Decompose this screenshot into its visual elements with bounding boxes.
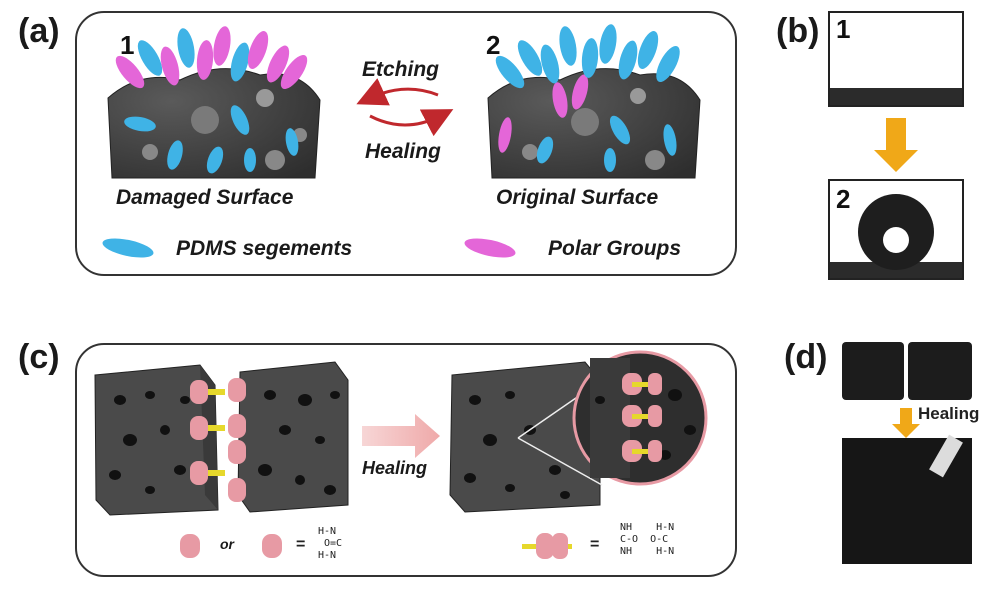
etching-arrow (356, 78, 439, 106)
original-surface-illustration (487, 24, 701, 179)
b-frame-2-number: 2 (836, 184, 851, 214)
urea-structure: H-N O=C H-N (318, 526, 343, 561)
urea-cylinder-2 (262, 534, 282, 558)
panel-label-a: (a) (18, 12, 60, 50)
healing-arrow-c (362, 414, 440, 458)
broken-blocks-illustration (94, 361, 349, 516)
damaged-surface-illustration (107, 26, 321, 179)
legend-polar-label: Polar Groups (548, 237, 682, 260)
panel-label-c: (c) (18, 338, 60, 376)
legend-pdms-swatch (102, 238, 154, 258)
damaged-surface-caption: Damaged Surface (116, 186, 294, 209)
original-surface-caption: Original Surface (496, 186, 659, 209)
healing-label-c: Healing (362, 458, 428, 478)
equals-2: = (590, 536, 600, 553)
foam-piece-right (908, 342, 972, 400)
panel-label-b: (b) (776, 12, 820, 50)
down-arrow-b (874, 118, 918, 172)
or-label: or (220, 536, 234, 552)
urea-pair-cyl-2 (552, 533, 568, 559)
substrate-1 (830, 88, 962, 105)
healing-arrow (369, 109, 454, 137)
urea-pair-cyl-1 (536, 533, 554, 559)
b-frame-1-number: 1 (836, 14, 851, 44)
legend-polar-swatch (464, 238, 516, 258)
urea-hbond-structure: NH H-N C-O O-C NH H-N (620, 522, 675, 557)
legend-pdms-label: PDMS segements (176, 237, 353, 260)
tweezers (929, 434, 963, 478)
panel-a-frame (75, 11, 737, 276)
state-2-number: 2 (486, 30, 501, 60)
healing-label-d: Healing (918, 404, 980, 423)
state-1-number: 1 (120, 30, 135, 60)
healed-block-illustration (449, 350, 708, 513)
down-arrow-d (892, 408, 920, 438)
healing-label-a: Healing (365, 140, 441, 163)
urea-cylinder-1 (180, 534, 200, 558)
droplet-highlight (883, 227, 909, 253)
panel-c-frame (75, 343, 737, 577)
foam-piece-left (842, 342, 904, 400)
etching-label: Etching (362, 58, 439, 81)
equals-1: = (296, 536, 306, 553)
panel-label-d: (d) (784, 338, 828, 376)
